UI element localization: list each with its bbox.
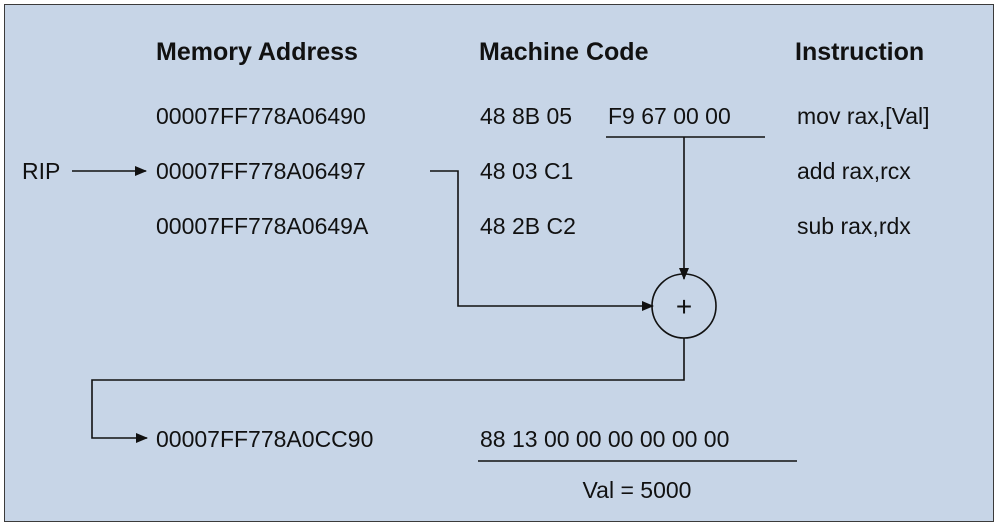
target-address: 00007FF778A0CC90: [156, 426, 373, 452]
row-3-address: 00007FF778A0649A: [156, 213, 369, 239]
row-1-code-prefix: 48 8B 05: [480, 103, 572, 129]
row-1-instruction: mov rax,[Val]: [797, 103, 930, 129]
row-2-code: 48 03 C1: [480, 158, 573, 184]
next-address-arrow: [430, 170, 654, 311]
row-3-code: 48 2B C2: [480, 213, 576, 239]
value-label: Val = 5000: [583, 477, 692, 503]
row-2-address: 00007FF778A06497: [156, 158, 366, 184]
plus-icon: +: [676, 291, 692, 322]
target-bytes: 88 13 00 00 00 00 00 00: [480, 426, 729, 452]
row-3-instruction: sub rax,rdx: [797, 213, 911, 239]
row-1-code-displacement: F9 67 00 00: [608, 103, 731, 129]
row-1-address: 00007FF778A06490: [156, 103, 366, 129]
rip-label: RIP: [22, 158, 60, 184]
row-2-instruction: add rax,rcx: [797, 158, 911, 184]
header-machine-code: Machine Code: [479, 38, 649, 66]
diagram-frame: [4, 4, 994, 522]
result-arrow: [91, 338, 685, 443]
header-memory-address: Memory Address: [156, 38, 358, 66]
header-instruction: Instruction: [795, 38, 924, 66]
